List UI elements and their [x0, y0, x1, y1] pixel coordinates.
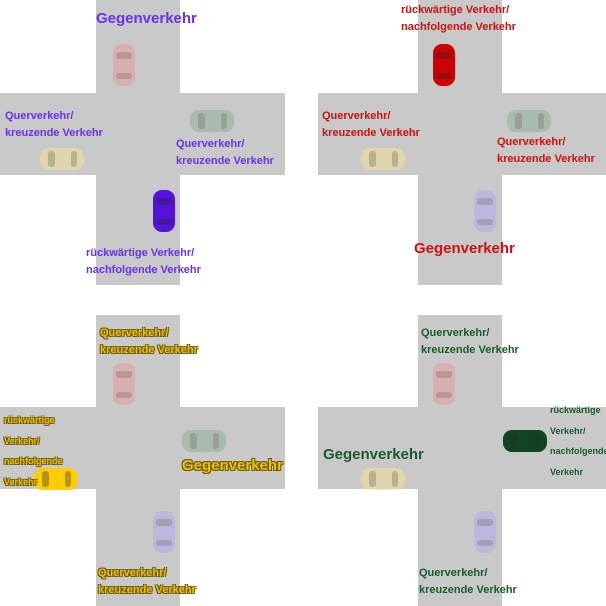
label-left: Gegenverkehr	[323, 446, 424, 463]
car-cross-bottom	[474, 511, 496, 553]
panel-2: rückwärtige Verkehr/nachfolgende Verkehr…	[303, 0, 606, 303]
curb-corner	[80, 77, 96, 93]
label-bottom: Querverkehr/kreuzende Verkehr	[419, 567, 517, 596]
car-own	[153, 190, 175, 232]
car-oncoming	[182, 430, 226, 452]
curb-corner	[502, 489, 518, 505]
label-top: Querverkehr/kreuzende Verkehr	[100, 327, 198, 356]
car-own	[433, 44, 455, 86]
label-top: Gegenverkehr	[96, 10, 197, 27]
label-bottom: rückwärtige Verkehr/nachfolgende Verkehr	[86, 247, 201, 276]
car-cross-top	[113, 363, 135, 405]
car-cross-bottom	[153, 511, 175, 553]
car-oncoming	[113, 44, 135, 86]
car-cross-left	[40, 148, 84, 170]
car-cross-right	[507, 110, 551, 132]
curb-corner	[180, 175, 196, 191]
curb-corner	[180, 489, 196, 505]
curb-corner	[80, 175, 96, 191]
curb-corner	[502, 77, 518, 93]
label-left: Querverkehr/kreuzende Verkehr	[322, 110, 420, 139]
label-right: Querverkehr/kreuzende Verkehr	[497, 136, 595, 165]
curb-corner	[502, 391, 518, 407]
car-cross-top	[433, 363, 455, 405]
label-bottom: Querverkehr/kreuzende Verkehr	[98, 567, 196, 596]
panel-1: Gegenverkehr Querverkehr/kreuzende Verke…	[0, 0, 303, 303]
curb-corner	[402, 391, 418, 407]
car-cross-left	[361, 148, 405, 170]
curb-corner	[402, 489, 418, 505]
label-left: Querverkehr/kreuzende Verkehr	[5, 110, 103, 139]
label-top: rückwärtige Verkehr/nachfolgende Verkehr	[401, 4, 516, 33]
curb-corner	[180, 391, 196, 407]
label-bottom: Gegenverkehr	[414, 240, 515, 257]
curb-corner	[80, 489, 96, 505]
label-right: Querverkehr/kreuzende Verkehr	[176, 138, 274, 167]
panel-3: Querverkehr/kreuzende Verkehr rückwärtig…	[0, 303, 303, 606]
curb-corner	[180, 77, 196, 93]
label-top: Querverkehr/kreuzende Verkehr	[421, 327, 519, 356]
car-cross-right	[190, 110, 234, 132]
curb-corner	[80, 391, 96, 407]
car-oncoming	[474, 190, 496, 232]
curb-corner	[402, 77, 418, 93]
label-right: Gegenverkehr	[182, 457, 283, 474]
curb-corner	[402, 175, 418, 191]
car-oncoming	[361, 468, 405, 490]
curb-corner	[502, 175, 518, 191]
panel-4: Querverkehr/kreuzende Verkehr Gegenverke…	[303, 303, 606, 606]
car-own	[503, 430, 547, 452]
car-own	[34, 468, 78, 490]
